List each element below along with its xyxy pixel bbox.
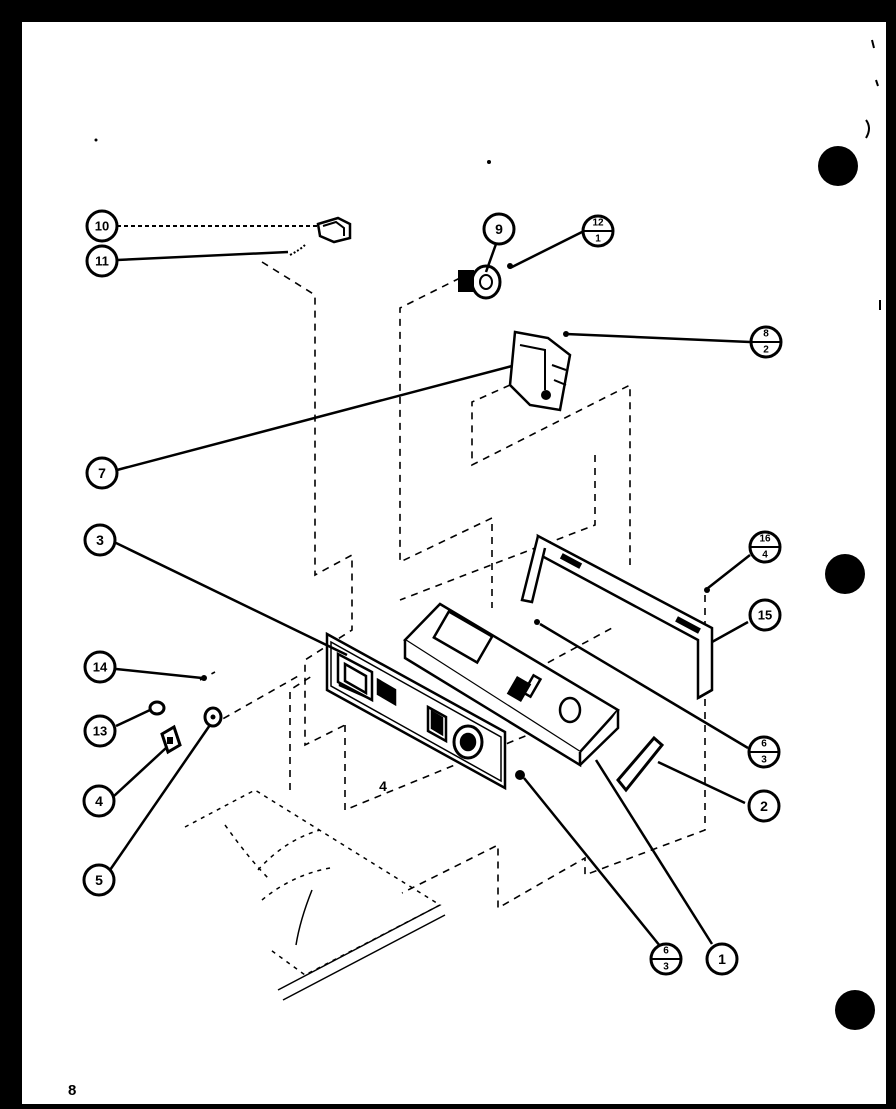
indicator-bracket-part [458,263,513,300]
screw-6-upper [534,619,540,625]
callout-5: 5 [82,863,116,897]
callout-3: 3 [83,523,117,557]
split-callout-12-bottom: 1 [595,234,601,245]
binder-hole-top [818,146,858,186]
knob-13 [148,700,166,716]
knob-4 [160,724,182,755]
callout-2-label: 2 [760,798,768,814]
callout-2: 2 [747,789,781,823]
callout-15-label: 15 [758,608,772,623]
split-callout-16-4: 16 4 [748,530,782,564]
split-callout-8-top: 8 [763,329,769,340]
callout-7: 7 [85,456,119,490]
split-callout-6b-bottom: 3 [663,962,669,973]
control-panel-part [325,631,507,791]
binder-hole-bottom [835,990,875,1030]
callout-13-label: 13 [93,724,107,739]
split-callout-16-bottom: 4 [762,550,768,561]
speck [487,160,491,164]
callout-5-label: 5 [95,872,103,888]
callout-10-label: 10 [95,219,109,234]
washer-5 [203,706,223,728]
callout-1-label: 1 [718,951,726,967]
callout-7-label: 7 [98,465,106,481]
callout-14: 14 [83,650,117,684]
split-callout-8-2: 8 2 [749,325,783,359]
callout-11: 11 [85,244,119,278]
page-number: 8 [68,1082,77,1099]
control-housing-part [403,602,620,768]
split-callout-6-3-bottom: 6 3 [649,942,683,976]
cabinet-top-edge [277,889,446,1001]
callout-1: 1 [705,942,739,976]
split-callout-8-bottom: 2 [763,345,769,356]
callout-4-label: 4 [95,793,103,809]
split-callout-6a-bottom: 3 [761,755,767,766]
split-callout-6-3-right: 6 3 [747,735,781,769]
leader-lines [108,225,751,947]
speck [94,138,98,142]
timer-switch-part [508,330,572,412]
screw-14 [201,675,207,681]
assembly-guide-lines [199,261,706,910]
callout-3-label: 3 [96,532,104,548]
screw-6-lower [515,770,525,780]
callout-14-label: 14 [93,660,108,675]
edge-marks [865,39,881,310]
paper-sheet [22,22,886,1104]
rear-bracket-part [520,533,714,701]
trim-strip-part [616,735,665,793]
split-callout-12-top: 12 [592,218,604,229]
split-callout-16-top: 16 [759,534,771,545]
callout-9: 9 [482,212,516,246]
callout-15: 15 [748,598,782,632]
callout-13: 13 [83,714,117,748]
callout-4: 4 [82,784,116,818]
callout-10: 10 [85,209,119,243]
binder-hole-middle [825,554,865,594]
split-callout-6a-top: 6 [761,739,767,750]
callout-9-label: 9 [495,221,503,237]
inline-label-4: 4 [379,778,387,794]
split-callout-6b-top: 6 [663,946,669,957]
split-callout-12-1: 12 1 [581,214,615,248]
connector-part [289,216,352,256]
callout-11-label: 11 [95,254,109,269]
